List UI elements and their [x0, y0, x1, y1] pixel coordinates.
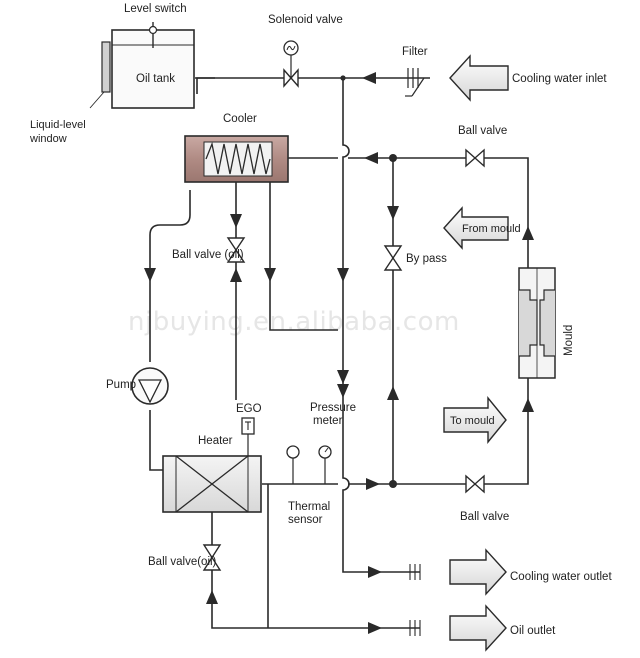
cooler-label: Cooler — [223, 113, 257, 125]
oil-outlet-filter — [409, 620, 421, 636]
ego-label: EGO — [236, 403, 262, 415]
ball-valve-oil-mid — [226, 237, 246, 263]
to-mould-arrow — [443, 396, 507, 444]
flow-arrow — [144, 268, 156, 282]
cooling-water-inlet-arrow — [449, 54, 509, 102]
heater — [162, 455, 262, 513]
flow-arrow — [264, 268, 276, 282]
ball-valve-oil-low — [202, 544, 222, 571]
flow-arrow — [230, 214, 242, 228]
oil-tank-label: Oil tank — [136, 73, 175, 85]
thermal-sensor-label-1: Thermal — [288, 501, 330, 513]
pressure-meter-label-2: meter — [313, 415, 343, 427]
by-pass-label: By pass — [406, 253, 447, 265]
flow-arrow — [337, 268, 349, 282]
ball-valve-oil-mid-label: Ball valve (oil) — [172, 249, 244, 261]
liquid-level-window-label: window — [29, 133, 67, 145]
pressure-meter — [318, 445, 332, 484]
junction-dot — [340, 75, 346, 81]
cooling-water-outlet-arrow — [449, 548, 507, 596]
filter — [405, 68, 425, 97]
thermal-sensor-label-2: sensor — [288, 514, 323, 526]
ball-valve-oil-low-label: Ball valve(oil) — [148, 556, 217, 568]
cooling-water-outlet-filter — [409, 564, 421, 580]
watermark: njbuying.en.alibaba.com — [128, 307, 460, 337]
flow-arrow — [522, 226, 534, 240]
ego-sensor — [241, 417, 255, 456]
solenoid-valve — [283, 40, 299, 88]
cooling-water-outlet-label: Cooling water outlet — [510, 571, 612, 583]
flow-arrow — [366, 478, 380, 490]
solenoid-valve-label: Solenoid valve — [268, 14, 343, 26]
cooling-water-inlet-label: Cooling water inlet — [512, 73, 607, 85]
from-mould-arrow — [443, 206, 509, 250]
junction-dot — [389, 480, 397, 488]
mould — [518, 267, 556, 379]
flow-arrow — [387, 206, 399, 220]
junction-dot — [389, 154, 397, 162]
bypass-valve — [383, 245, 403, 271]
heater-label: Heater — [198, 435, 233, 447]
pump-label: Pump — [106, 379, 136, 391]
ball-valve-top-label: Ball valve — [458, 125, 507, 137]
flow-arrow — [337, 370, 349, 384]
pump — [131, 367, 169, 405]
pressure-meter-label-1: Pressure — [310, 402, 356, 414]
oil-outlet-label: Oil outlet — [510, 625, 556, 637]
flow-arrow — [230, 268, 242, 282]
level-switch-label: Level switch — [124, 3, 187, 15]
filter-label: Filter — [402, 46, 428, 58]
flow-arrow — [368, 622, 382, 634]
ball-valve-top — [465, 148, 485, 168]
mould-label: Mould — [563, 325, 575, 356]
oil-outlet-arrow — [449, 604, 507, 652]
ball-valve-bottom-label: Ball valve — [460, 511, 509, 523]
flow-arrow — [368, 566, 382, 578]
thermal-sensor — [286, 445, 300, 484]
flow-arrow — [206, 590, 218, 604]
to-mould-label: To mould — [450, 415, 495, 427]
flow-arrow — [364, 152, 378, 164]
ball-valve-bottom — [465, 474, 485, 494]
from-mould-label: From mould — [462, 223, 521, 235]
flow-arrow — [337, 384, 349, 398]
oil-tank — [89, 22, 195, 109]
cooler — [184, 135, 289, 183]
liquid-level-label: Liquid-level — [30, 119, 86, 131]
flow-arrow — [522, 398, 534, 412]
flow-arrow — [362, 72, 376, 84]
flow-arrow — [387, 386, 399, 400]
